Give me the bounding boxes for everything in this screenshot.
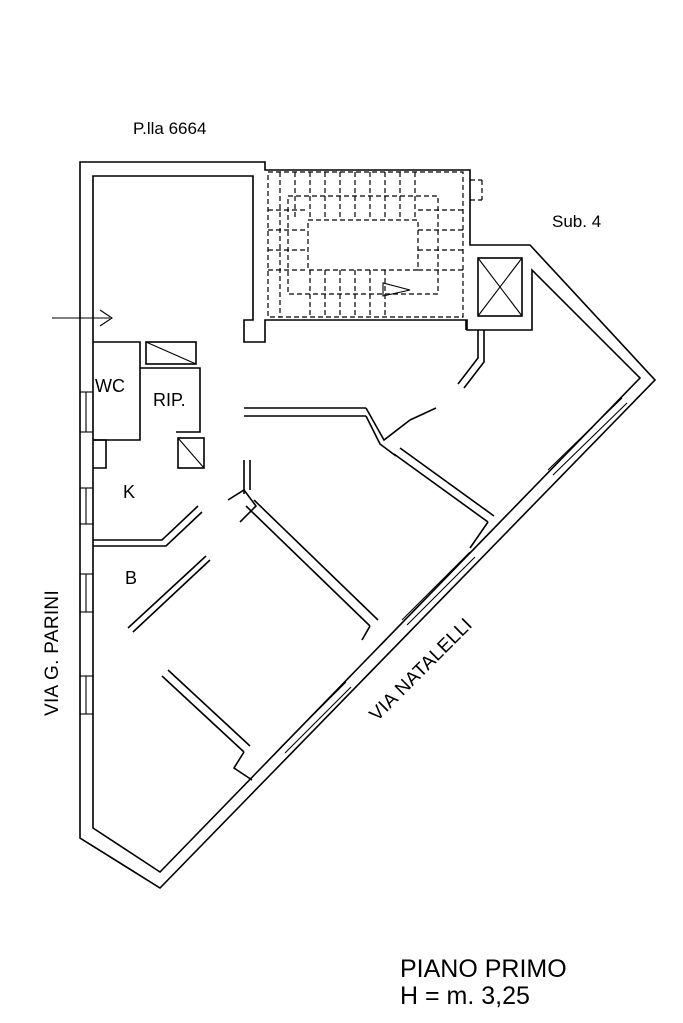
stairwell [267,171,483,318]
parcel-label: P.lla 6664 [133,119,206,138]
sub-label: Sub. 4 [552,212,601,231]
street-left-label: VIA G. PARINI [42,590,63,716]
outer-walls [79,161,657,890]
elevator-shaft [477,257,523,317]
diagonal-windows [279,397,628,754]
floor-height: H = m. 3,25 [400,982,530,1010]
wc-label: WC [95,376,125,396]
entrance-arrow-icon [52,309,113,327]
floor-title: PIANO PRIMO [400,955,567,983]
rip-label: RIP. [153,390,186,410]
kitchen-label: K [123,482,135,502]
interior-walls [93,320,495,781]
bath-label: B [125,568,137,588]
street-diagonal-label: VIA NATALELLI [366,614,477,725]
left-windows [79,391,94,715]
